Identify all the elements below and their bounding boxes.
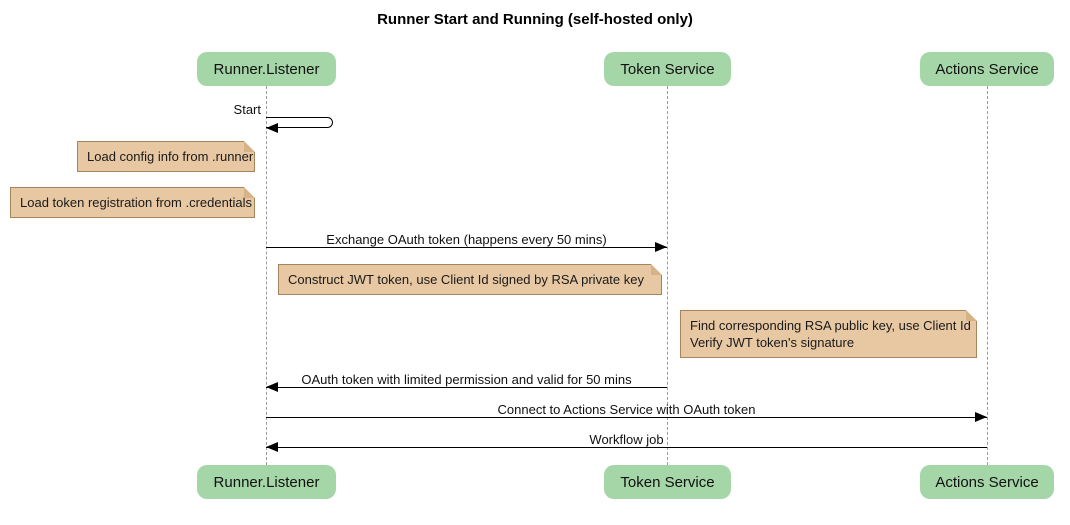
diagram-title: Runner Start and Running (self-hosted on… (377, 11, 693, 28)
arrowhead-right-icon (975, 412, 987, 422)
note-verify-jwt: Find corresponding RSA public key, use C… (680, 310, 977, 358)
lifeline-runner-listener (266, 86, 267, 465)
message-label-oauth-returned: OAuth token with limited permission and … (301, 372, 632, 387)
participant-actions-service-bottom: Actions Service (920, 465, 1054, 499)
participant-runner-listener-bottom: Runner.Listener (197, 465, 336, 499)
participant-label: Runner.Listener (213, 473, 320, 491)
lifeline-token-service (667, 86, 668, 465)
arrowhead-right-icon (655, 242, 667, 252)
message-line (266, 417, 987, 418)
participant-token-service-top: Token Service (604, 52, 731, 86)
participant-label: Token Service (620, 473, 715, 491)
message-label-start: Start (233, 102, 261, 117)
message-label-exchange-oauth: Exchange OAuth token (happens every 50 m… (326, 232, 607, 247)
note-load-config: Load config info from .runner (77, 141, 255, 172)
lifeline-actions-service (987, 86, 988, 465)
participant-label: Runner.Listener (213, 60, 320, 78)
participant-token-service-bottom: Token Service (604, 465, 731, 499)
arrowhead-left-icon (266, 382, 278, 392)
message-line (266, 247, 667, 248)
note-construct-jwt: Construct JWT token, use Client Id signe… (278, 264, 662, 295)
participant-label: Actions Service (935, 473, 1039, 491)
self-message-loop (266, 117, 333, 128)
participant-label: Actions Service (935, 60, 1039, 78)
participant-label: Token Service (620, 60, 715, 78)
message-line (266, 387, 667, 388)
message-line (266, 447, 987, 448)
participant-actions-service-top: Actions Service (920, 52, 1054, 86)
note-load-token-registration: Load token registration from .credential… (10, 187, 255, 218)
arrowhead-left-icon (266, 442, 278, 452)
arrowhead-left-icon (266, 123, 278, 133)
message-label-connect-actions: Connect to Actions Service with OAuth to… (497, 402, 756, 417)
message-label-workflow-job: Workflow job (589, 432, 664, 447)
participant-runner-listener-top: Runner.Listener (197, 52, 336, 86)
